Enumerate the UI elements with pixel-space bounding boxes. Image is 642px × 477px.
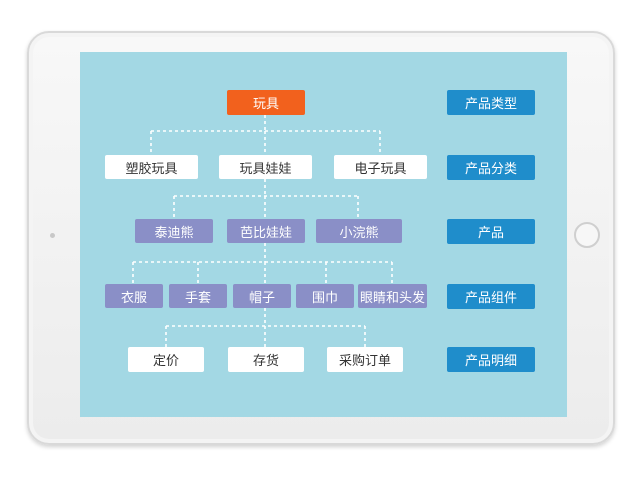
tablet-camera xyxy=(50,233,55,238)
node-category: 电子玩具 xyxy=(334,155,427,179)
node-detail: 定价 xyxy=(128,347,204,372)
node-component: 手套 xyxy=(169,284,227,308)
node-product: 小浣熊 xyxy=(316,219,402,243)
level-tag: 产品类型 xyxy=(447,90,535,115)
node-root: 玩具 xyxy=(227,90,305,115)
node-product: 芭比娃娃 xyxy=(227,219,305,243)
home-button[interactable] xyxy=(574,222,600,248)
node-category: 塑胶玩具 xyxy=(105,155,198,179)
level-tag: 产品分类 xyxy=(447,155,535,180)
node-category: 玩具娃娃 xyxy=(219,155,312,179)
node-component: 帽子 xyxy=(233,284,291,308)
node-detail: 存货 xyxy=(228,347,304,372)
node-product: 泰迪熊 xyxy=(135,219,213,243)
level-tag: 产品组件 xyxy=(447,284,535,309)
level-tag: 产品明细 xyxy=(447,347,535,372)
node-component: 衣服 xyxy=(105,284,163,308)
level-tag: 产品 xyxy=(447,219,535,244)
node-component: 围巾 xyxy=(296,284,354,308)
node-detail: 采购订单 xyxy=(327,347,403,372)
node-component: 眼睛和头发 xyxy=(358,284,427,308)
